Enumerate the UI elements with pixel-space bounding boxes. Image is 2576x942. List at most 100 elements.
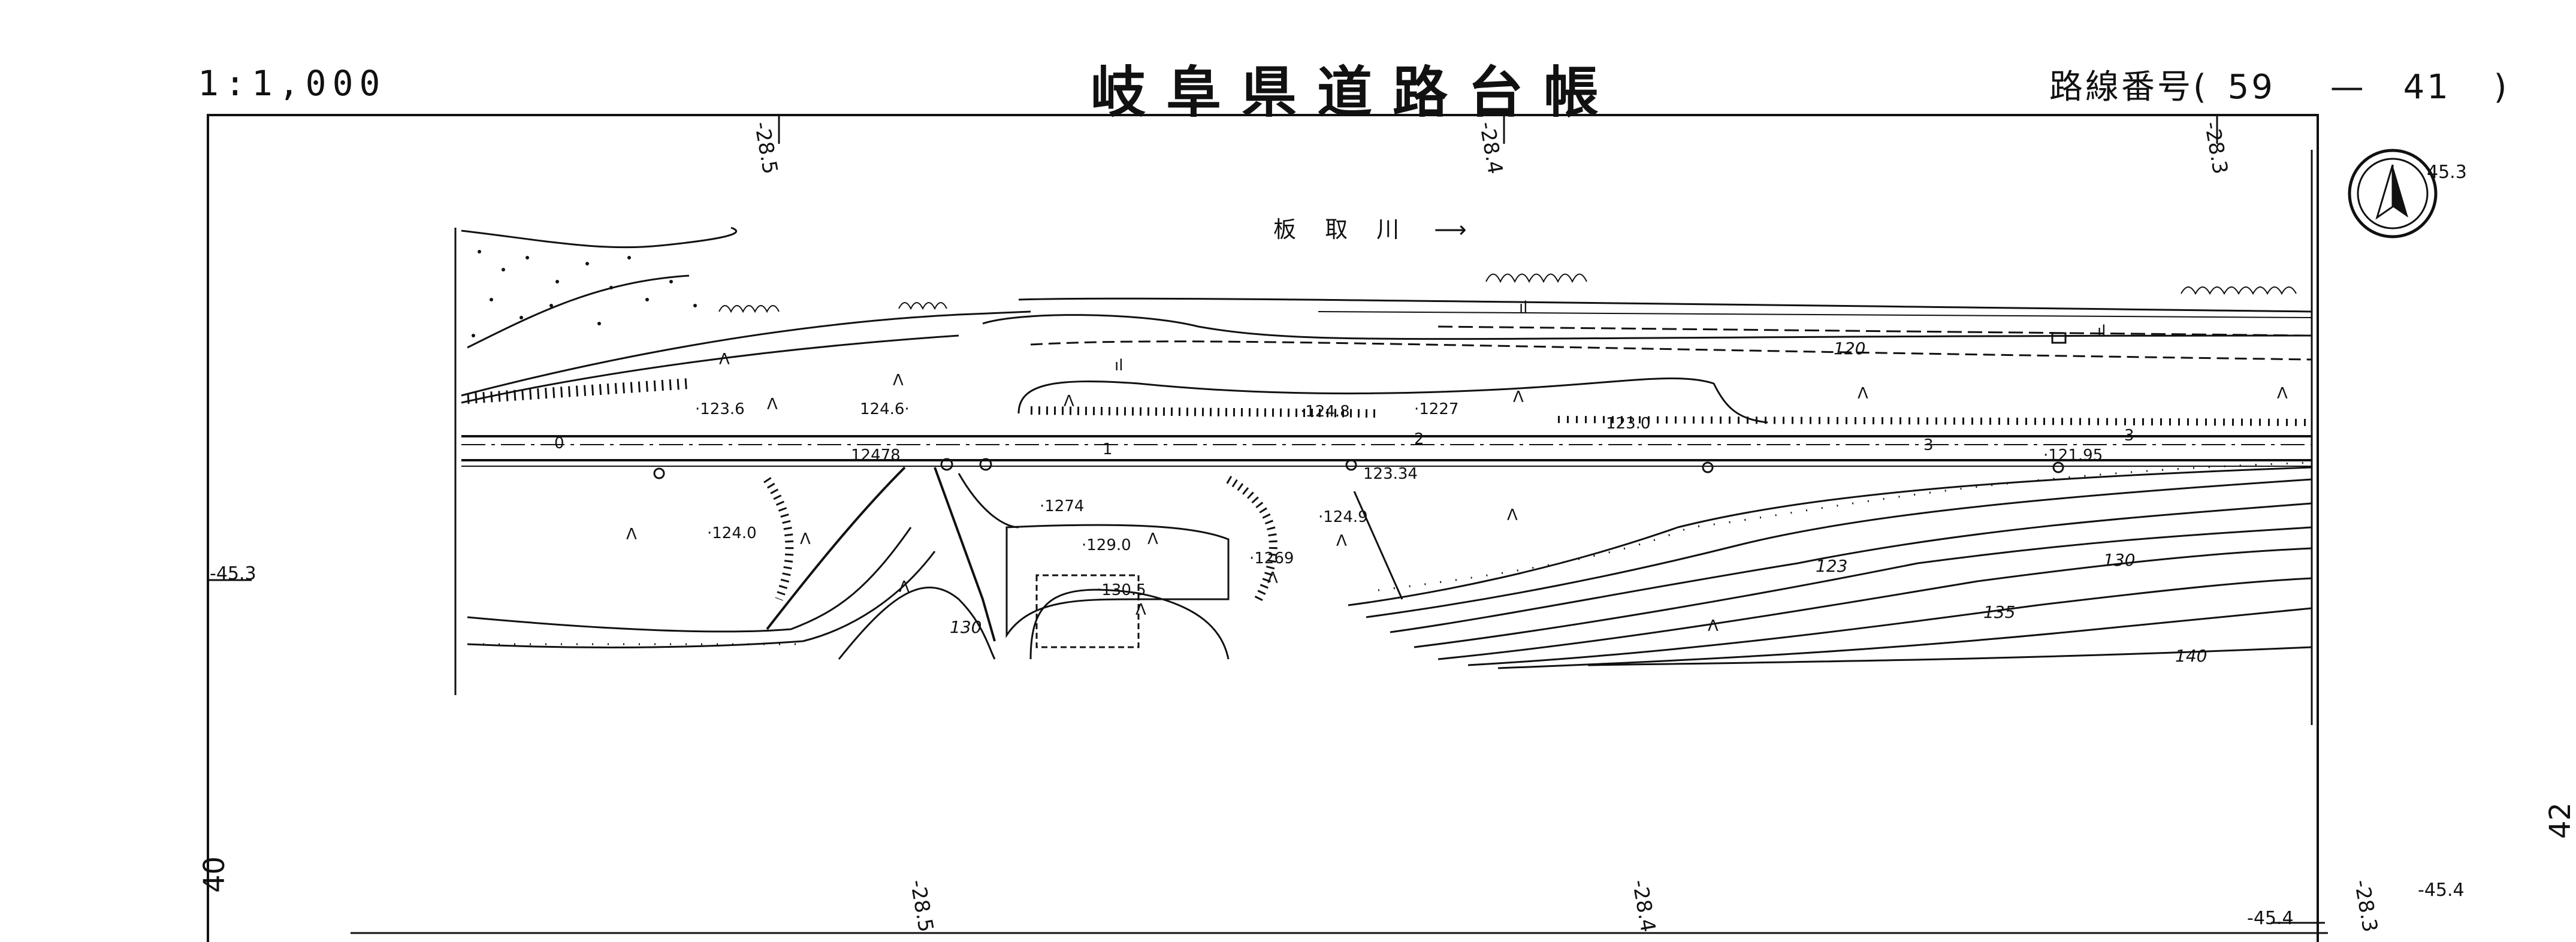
contour-knoll	[1029, 588, 1230, 660]
grass-symbol: Λ	[800, 530, 811, 548]
grass-symbol: Λ	[767, 395, 778, 413]
embankment-top	[461, 310, 1031, 397]
route-label: 路線番号(	[2049, 68, 2209, 107]
slope-road	[766, 466, 906, 630]
map-frame	[207, 114, 2319, 942]
grass-symbol: Λ	[1858, 385, 1868, 403]
sand-dots	[472, 250, 697, 337]
contour-label: 130	[2103, 550, 2136, 570]
slope-hatch-4	[1030, 406, 1379, 418]
grid-right-bottom: -45.4	[2247, 908, 2294, 929]
contour-label: 135	[1983, 602, 2016, 622]
spot-height: ·1269	[1249, 550, 1294, 567]
road-station: 2	[1414, 430, 1424, 448]
tree-line-3	[1485, 273, 1587, 283]
terrace-block	[1005, 524, 1230, 638]
spot-height: ·123.6	[695, 400, 745, 418]
shrub-symbol: ıl	[1115, 357, 1124, 375]
grass-symbol: Λ	[626, 526, 637, 544]
grass-symbol: Λ	[719, 351, 730, 369]
sandbar-edge	[461, 227, 738, 249]
ditch	[934, 467, 996, 642]
contour-125	[1390, 502, 2312, 633]
route-number-b: 41	[2403, 68, 2451, 107]
spot-height: ·129.0	[1082, 536, 1131, 554]
contour-label: 140	[2175, 646, 2207, 666]
tree-line-2	[898, 302, 947, 310]
grid-left: -45.3	[210, 563, 256, 584]
contour-lower-2	[467, 551, 936, 648]
contour-138	[1467, 577, 2312, 666]
sheet-prev-number: 40	[198, 856, 231, 893]
shrub-symbol: ıl	[2097, 322, 2106, 340]
contour-140	[1497, 607, 2312, 669]
spot-height: ·1227	[1414, 400, 1459, 418]
contour-120	[1348, 466, 2312, 606]
adjacent-sheet-prev: 40	[198, 856, 231, 893]
contour-label: 123	[1816, 556, 1848, 576]
route-number: 路線番号( 59 — 41 )	[2049, 60, 2509, 108]
route-close: )	[2493, 68, 2509, 107]
spot-height: ·124.8	[1300, 403, 1350, 421]
spot-height: 124.6·	[860, 400, 910, 418]
route-number-a: 59	[2227, 68, 2275, 107]
spot-height: ·130.5	[1097, 581, 1146, 599]
spot-height: ·124.0	[707, 524, 757, 542]
slope-hatch-2	[1226, 475, 1278, 602]
river-name: 板 取 川 ⟶	[1273, 211, 1478, 244]
river-name-text: 板 取 川	[1273, 216, 1411, 243]
sheet-next-number: 42	[2544, 802, 2576, 839]
grass-symbol: Λ	[1136, 601, 1146, 619]
river-line	[1018, 297, 2312, 313]
slope-hatch-5	[1557, 416, 2312, 426]
tree-line-1	[718, 305, 780, 313]
contour-label: 120	[1834, 339, 1866, 358]
north-arrow-icon	[2348, 149, 2438, 238]
grass-symbol: Λ	[2277, 385, 2288, 403]
adjacent-sheet-next: 42	[2544, 802, 2576, 839]
grass-symbol: Λ	[1147, 530, 1158, 548]
bank-inner	[1017, 377, 1768, 424]
retaining-wall	[1353, 491, 1403, 600]
contour-130b	[1414, 526, 2312, 648]
contour-135	[1438, 547, 2312, 660]
contour-130	[838, 587, 996, 660]
grass-symbol: Λ	[1507, 506, 1518, 524]
route-dash: —	[2330, 68, 2366, 107]
terrace-block-inner	[1035, 574, 1140, 648]
spot-height: ·1274	[1040, 497, 1085, 515]
ramp	[958, 473, 1019, 529]
tree-line-4	[2181, 286, 2297, 295]
embankment-toe	[461, 334, 959, 404]
river-edge	[982, 314, 2312, 340]
grass-symbol: Λ	[893, 372, 904, 390]
spot-height: 12478	[851, 446, 901, 464]
grass-symbol: Λ	[1513, 388, 1524, 406]
contour-142	[1587, 646, 2312, 666]
boundary-dashed	[1438, 325, 2312, 337]
river-line-2	[1318, 311, 2312, 318]
road-station: 1	[1103, 440, 1113, 458]
contour-123	[1366, 478, 2312, 618]
spot-height: 123.34	[1363, 465, 1418, 483]
water-edge-dashed	[1030, 340, 2312, 361]
spot-height: 123.0	[1606, 415, 1651, 433]
shrub-symbol: ıl	[1519, 298, 1528, 316]
contour-label: 130	[950, 617, 982, 637]
road-station: 3	[1923, 436, 1934, 454]
contour-lower-1	[467, 527, 912, 633]
grass-symbol: Λ	[899, 578, 910, 596]
map-scale: 1:1,000	[198, 63, 386, 104]
grid-right-bottom-2: -45.4	[2418, 880, 2465, 901]
slope-hatch-1	[763, 477, 794, 601]
grass-symbol: Λ	[1064, 393, 1074, 410]
grass-symbol: Λ	[1708, 617, 1719, 635]
road-station: 3	[2124, 427, 2134, 445]
road-station: 0	[554, 434, 564, 452]
sandbar-edge-2	[467, 274, 690, 349]
spot-height: ·124.9	[1318, 508, 1368, 526]
river-flow-arrow: ⟶	[1434, 216, 1478, 243]
grid-right-top: 45.3	[2427, 162, 2467, 183]
grass-symbol: Λ	[1267, 569, 1278, 587]
